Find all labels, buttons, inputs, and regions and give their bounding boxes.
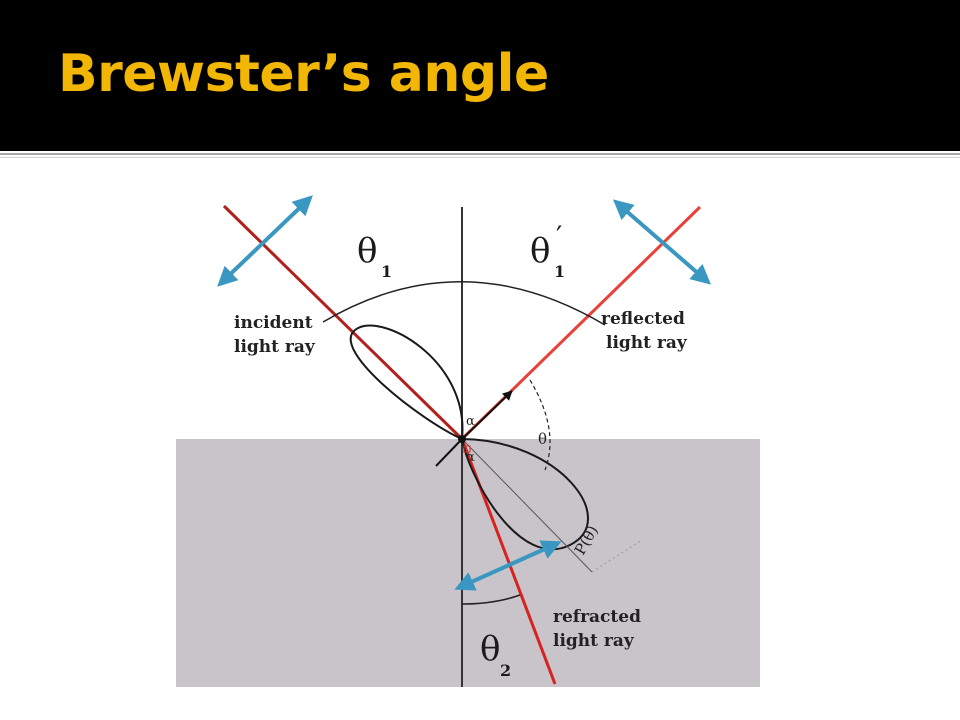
alpha-label-lower: α <box>466 450 475 465</box>
title-bar: Brewster’s angle <box>0 0 960 151</box>
theta1-arc <box>322 281 606 326</box>
title-divider-top <box>0 153 960 155</box>
dipole-origin <box>458 435 466 443</box>
pattern-axis <box>461 438 593 573</box>
refracting-medium <box>176 439 760 687</box>
upper-lobe <box>349 324 464 441</box>
incident-extension <box>435 438 463 467</box>
lower-lobe <box>460 437 589 551</box>
theta1-symbol: θ <box>357 231 377 271</box>
theta1-prime-mark: ′ <box>556 220 562 253</box>
title-divider-bottom <box>0 157 960 158</box>
theta2-symbol: θ <box>480 629 500 669</box>
refracted-label-line2: light ray <box>553 631 635 651</box>
theta-small-label: θ <box>538 430 547 448</box>
reflected-polarization-arrow <box>612 199 712 285</box>
dipole-arrow <box>461 390 513 440</box>
theta1-subscript: 1 <box>381 262 392 281</box>
theta1-prime-subscript: 1 <box>554 262 565 281</box>
reflected-label-line1: reflected <box>601 309 685 329</box>
theta2-subscript: 2 <box>500 661 511 680</box>
refracted-label-line1: refracted <box>553 607 641 627</box>
incident-label-line2: light ray <box>234 337 316 357</box>
refracted-polarization-arrow <box>454 540 562 591</box>
reflected-label-line2: light ray <box>606 333 688 353</box>
slide-title: Brewster’s angle <box>58 44 549 104</box>
alpha-label-upper: α <box>466 414 475 429</box>
theta1-prime-symbol: θ <box>530 231 550 271</box>
right-angle-marker <box>463 445 471 453</box>
incident-label-line1: incident <box>234 313 313 333</box>
theta2-arc <box>461 594 521 605</box>
incident-polarization-arrow <box>217 195 313 287</box>
